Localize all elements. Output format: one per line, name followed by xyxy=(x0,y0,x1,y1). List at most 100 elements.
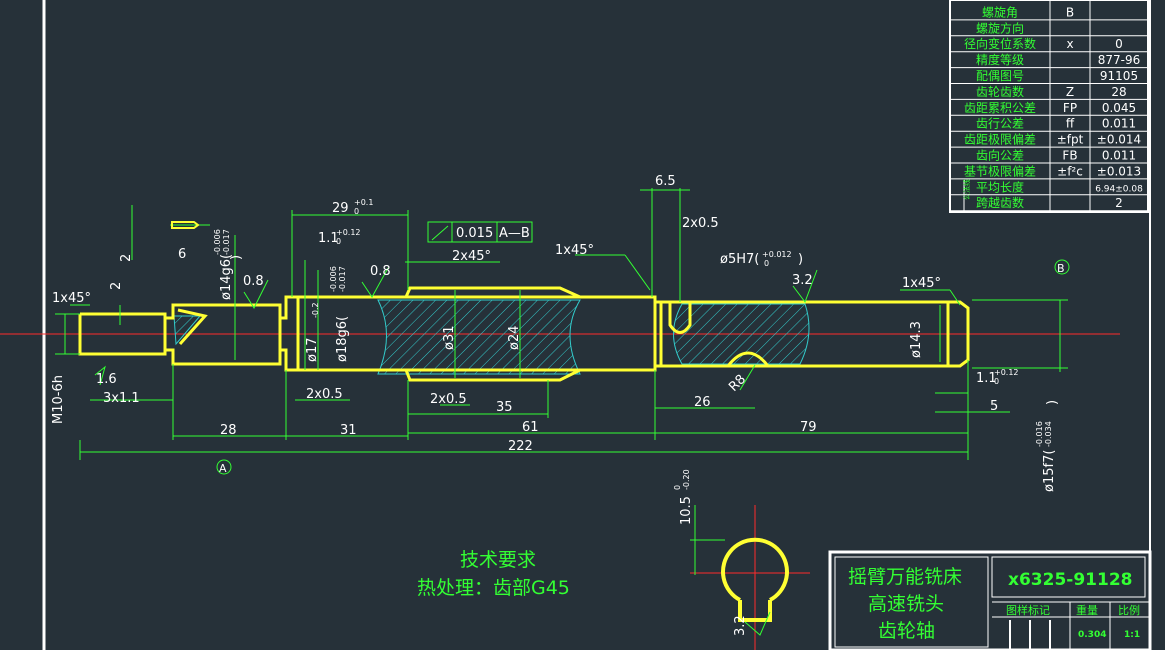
svg-text:-0.017: -0.017 xyxy=(338,266,347,292)
table-cell-symbol: ff xyxy=(1066,117,1075,131)
table-cell-symbol: x xyxy=(1066,37,1073,51)
svg-text:ø18g6(: ø18g6( xyxy=(335,316,350,362)
svg-text:0.015: 0.015 xyxy=(456,226,493,241)
svg-text:B: B xyxy=(1057,262,1065,275)
title-block: 摇臂万能铣床 高速铣头 齿轮轴 x6325-91128 图样标记 重量 比例 0… xyxy=(828,550,1152,650)
table-cell-name: 齿距极限偏差 xyxy=(964,132,1036,147)
svg-text:0: 0 xyxy=(336,237,341,246)
weight-value: 0.304 xyxy=(1078,630,1106,640)
table-cell-name: 径向变位系数 xyxy=(964,36,1036,51)
dimension-texts: 29 +0.1 0 1.1 +0.12 0 0.015 A—B 6.5 2x0.… xyxy=(51,174,1065,636)
dim-29: 29 xyxy=(332,201,349,216)
svg-text:1.1: 1.1 xyxy=(318,231,339,246)
svg-text:A: A xyxy=(219,462,227,475)
table-cell-name: 齿向公差 xyxy=(976,148,1024,163)
table-cell-symbol: FP xyxy=(1063,101,1077,115)
svg-text:0.8: 0.8 xyxy=(370,264,391,279)
svg-text:0: 0 xyxy=(354,207,359,216)
svg-text:+0.1: +0.1 xyxy=(354,198,373,207)
svg-text:0: 0 xyxy=(994,377,999,386)
table-cell-name: 基节极限偏差 xyxy=(964,163,1036,178)
svg-text:-0.034: -0.034 xyxy=(1044,421,1053,447)
table-cell-name: 平均长度 xyxy=(976,179,1024,194)
table-cell-value: 28 xyxy=(1111,85,1126,99)
svg-text:-0.017: -0.017 xyxy=(222,229,231,255)
title-line2: 高速铣头 xyxy=(868,593,944,615)
title-line3: 齿轮轴 xyxy=(878,620,935,642)
technical-requirements: 技术要求 热处理：齿部G45 xyxy=(417,549,570,599)
table-cell-value: 877-96 xyxy=(1098,53,1141,67)
table-cell-name: 跨越齿数 xyxy=(976,195,1024,210)
dimension-lines xyxy=(55,188,1068,575)
svg-text:1x45°: 1x45° xyxy=(52,291,91,306)
header-drawing-mark: 图样标记 xyxy=(1006,603,1050,617)
table-cell-symbol: ±f²c xyxy=(1057,164,1083,178)
svg-text:): ) xyxy=(798,252,803,267)
table-cell-name: 齿行公差 xyxy=(976,117,1024,131)
svg-text:1x45°: 1x45° xyxy=(902,276,941,291)
shaft-outline xyxy=(78,286,970,382)
svg-text:2x0.5: 2x0.5 xyxy=(306,387,343,402)
svg-text:-0.006: -0.006 xyxy=(213,229,222,255)
roughness-symbols xyxy=(94,267,818,636)
table-cell-name: 螺旋角 xyxy=(982,5,1018,19)
svg-text:+0.12: +0.12 xyxy=(336,228,361,237)
table-cell-name: 螺旋方向 xyxy=(976,20,1024,35)
svg-text:ø24: ø24 xyxy=(507,326,522,351)
section-hatching xyxy=(173,299,810,375)
table-cell-name: 精度等级 xyxy=(976,52,1024,67)
svg-text:26: 26 xyxy=(694,395,711,410)
svg-text:M10-6h: M10-6h xyxy=(51,375,66,424)
svg-text:R8: R8 xyxy=(726,372,749,395)
svg-text:2: 2 xyxy=(109,282,124,290)
svg-text:3.2: 3.2 xyxy=(733,615,748,636)
datum-a-circle xyxy=(216,459,232,475)
svg-text:ø31: ø31 xyxy=(442,326,457,351)
table-cell-symbol: ±fpt xyxy=(1057,133,1084,147)
svg-text:2x0.5: 2x0.5 xyxy=(682,216,719,231)
table-cell-symbol: FB xyxy=(1062,149,1077,163)
table-cell-symbol: B xyxy=(1066,5,1074,19)
svg-text:2: 2 xyxy=(119,254,134,262)
svg-text:2x0.5: 2x0.5 xyxy=(430,392,467,407)
section-view xyxy=(690,505,810,650)
table-cell-value: 91105 xyxy=(1100,69,1138,83)
header-scale: 比例 xyxy=(1118,603,1140,617)
drawing-frame xyxy=(42,0,1151,650)
svg-text:ø14.3: ø14.3 xyxy=(909,321,924,358)
notes-title: 技术要求 xyxy=(460,549,536,571)
svg-text:1.1: 1.1 xyxy=(976,371,997,386)
geometric-tolerance-frame xyxy=(427,221,533,243)
svg-text:ø14g6(: ø14g6( xyxy=(219,254,234,300)
svg-text:31: 31 xyxy=(340,423,357,438)
svg-text:6: 6 xyxy=(178,247,186,262)
svg-text:0.8: 0.8 xyxy=(243,274,264,289)
svg-text:A—B: A—B xyxy=(499,226,530,241)
svg-text:3x1.1: 3x1.1 xyxy=(103,391,140,406)
svg-text:-0.20: -0.20 xyxy=(682,469,691,490)
svg-text:61: 61 xyxy=(522,420,539,435)
table-cell-value: 2 xyxy=(1115,196,1123,210)
title-line1: 摇臂万能铣床 xyxy=(848,566,962,588)
svg-text:1.6: 1.6 xyxy=(96,372,117,387)
svg-text:79: 79 xyxy=(800,420,817,435)
svg-text:0: 0 xyxy=(673,485,682,490)
svg-text:35: 35 xyxy=(496,400,513,415)
svg-text:0: 0 xyxy=(764,259,769,268)
notes-heat-treatment: 热处理：齿部G45 xyxy=(417,577,570,599)
svg-text:): ) xyxy=(1045,400,1060,405)
svg-text:3.2: 3.2 xyxy=(792,273,813,288)
scale-value: 1:1 xyxy=(1124,630,1140,640)
table-side-label: 公法线 xyxy=(962,179,971,200)
svg-text:): ) xyxy=(229,255,244,260)
svg-text:-0.2: -0.2 xyxy=(311,302,320,318)
svg-text:ø15f7(: ø15f7( xyxy=(1042,450,1057,492)
table-cell-name: 齿轮齿数 xyxy=(976,84,1024,99)
table-cell-value: 6.94±0.08 xyxy=(1095,184,1143,194)
svg-text:ø5H7(: ø5H7( xyxy=(720,252,759,267)
svg-text:+0.12: +0.12 xyxy=(994,368,1019,377)
svg-text:28: 28 xyxy=(220,423,237,438)
datum-b-circle xyxy=(1054,259,1070,275)
